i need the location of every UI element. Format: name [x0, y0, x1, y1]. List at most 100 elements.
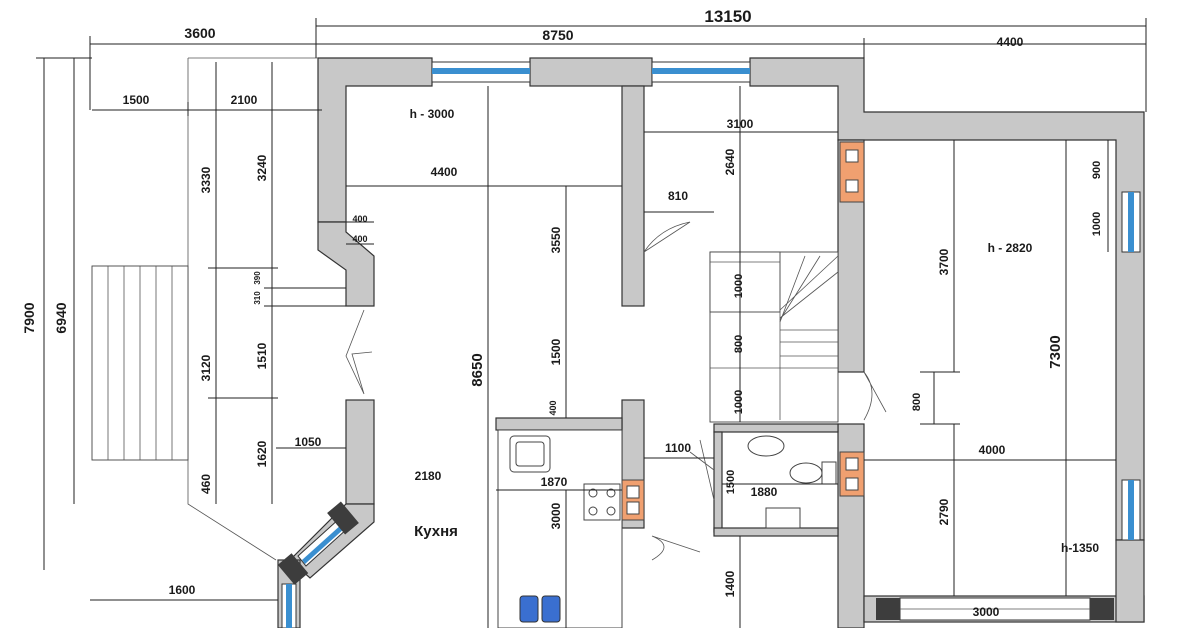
- brick-bottom-1: [876, 598, 900, 620]
- chimney-kitchen-flue-1: [626, 485, 640, 499]
- dim-900: 900: [1091, 161, 1103, 179]
- hob-burner-4: [606, 506, 616, 516]
- brick-bay-2: [277, 553, 309, 585]
- dim-400-b: 400: [352, 234, 367, 244]
- kitchen-fixtures: [497, 429, 623, 628]
- dim-1000-a: 1000: [733, 274, 745, 298]
- dim-total-width: 13150: [704, 7, 751, 26]
- terrace-outline: [187, 58, 277, 561]
- dim-460: 460: [199, 474, 213, 494]
- dim-2180: 2180: [415, 469, 442, 483]
- height-hall: h - 2820: [988, 241, 1033, 255]
- stair-line-6: [779, 255, 806, 323]
- dimension-lines: [36, 18, 1147, 628]
- dim-3330: 3330: [199, 166, 213, 193]
- dim-400-c: 400: [548, 400, 558, 415]
- dim-3100: 3100: [727, 117, 754, 131]
- dim-1500-bath: 1500: [725, 470, 737, 494]
- dim-width-left: 3600: [184, 25, 215, 41]
- toilet-bowl: [789, 462, 823, 484]
- dim-6940: 6940: [53, 302, 69, 333]
- dim-1400: 1400: [723, 570, 737, 597]
- dim-1100: 1100: [665, 441, 691, 455]
- dim-3120: 3120: [199, 354, 213, 381]
- lower-sink-2: [541, 595, 561, 623]
- dim-7900: 7900: [21, 302, 37, 333]
- dim-terrace-2100: 2100: [231, 93, 258, 107]
- door-kitchen-lower: [651, 535, 701, 561]
- lower-sink-1: [519, 595, 539, 623]
- bath-sink: [747, 435, 785, 457]
- dim-3550: 3550: [549, 226, 563, 253]
- stair-line-5: [779, 255, 821, 321]
- hob-burner-1: [588, 488, 598, 498]
- dim-3000-bottom: 3000: [973, 605, 1000, 619]
- height-room: h - 3000: [410, 107, 455, 121]
- dim-1000-b: 1000: [733, 390, 745, 414]
- dim-7300: 7300: [1047, 335, 1064, 368]
- door-stair-room: [643, 221, 691, 253]
- dim-2790: 2790: [937, 498, 951, 525]
- brick-corners: [277, 501, 1114, 620]
- dim-310: 310: [253, 291, 262, 305]
- wall-top-left: [317, 57, 433, 223]
- stair-line-4: [779, 271, 839, 319]
- doors: [345, 221, 887, 561]
- dim-3000-v: 3000: [549, 502, 563, 529]
- window-bay-glass: [302, 524, 345, 564]
- dimension-labels: 13150 3600 8750 4400 1500 2100 h - 3000 …: [21, 7, 1103, 619]
- dim-400-a: 400: [352, 214, 367, 224]
- dim-3700: 3700: [937, 248, 951, 275]
- window-right-2-glass: [1128, 480, 1134, 540]
- dim-800-a: 800: [733, 335, 745, 353]
- kitchen-sink-basin: [515, 441, 545, 467]
- wall-left-upper: [317, 221, 375, 307]
- dim-1880: 1880: [751, 485, 778, 499]
- dim-3240: 3240: [255, 154, 269, 181]
- dim-1600: 1600: [169, 583, 196, 597]
- stair-line-3: [779, 255, 839, 311]
- wall-partition-upper: [621, 85, 645, 307]
- dim-8650: 8650: [469, 353, 486, 386]
- dim-1000-c: 1000: [1091, 212, 1103, 236]
- dim-1500-mid: 1500: [549, 338, 563, 365]
- door-bath: [689, 439, 715, 501]
- window-top-1-glass: [432, 68, 530, 74]
- dim-2640: 2640: [723, 148, 737, 175]
- dim-1050: 1050: [295, 435, 322, 449]
- height-sill: h-1350: [1061, 541, 1099, 555]
- door-balcony: [345, 309, 373, 395]
- wall-top-mid: [529, 57, 653, 87]
- window-right-1-glass: [1128, 192, 1134, 252]
- kitchen-hob: [583, 483, 621, 521]
- dim-800-b: 800: [911, 393, 923, 411]
- chimney-upper-flue-2: [845, 179, 859, 193]
- window-bottom-left-glass: [286, 584, 292, 628]
- staircase-landing-top: [709, 251, 781, 313]
- wall-bath-bottom: [713, 527, 839, 537]
- chimney-middle-flue-1: [845, 457, 859, 471]
- dim-width-center: 8750: [542, 27, 573, 43]
- wall-bath-top: [713, 423, 839, 433]
- toilet-tank: [821, 461, 837, 485]
- wall-right-side-lower: [1115, 539, 1145, 623]
- chimney-middle-flue-2: [845, 477, 859, 491]
- dim-4400-kitchen: 4400: [431, 165, 458, 179]
- dim-390: 390: [253, 271, 262, 285]
- staircase: [709, 251, 839, 423]
- dim-terrace-1500: 1500: [123, 93, 150, 107]
- dim-width-right: 4400: [997, 35, 1024, 49]
- wall-bath-left: [713, 431, 723, 533]
- windows: [281, 61, 1141, 628]
- dim-4000: 4000: [979, 443, 1006, 457]
- dim-1510: 1510: [255, 342, 269, 369]
- hob-burner-3: [588, 506, 598, 516]
- dim-1620: 1620: [255, 440, 269, 467]
- chimneys: [621, 141, 865, 521]
- chimney-upper-flue-1: [845, 149, 859, 163]
- dim-810: 810: [668, 189, 688, 203]
- brick-bottom-2: [1090, 598, 1114, 620]
- wall-left-lower: [345, 399, 375, 505]
- bath-cabinet: [765, 507, 801, 529]
